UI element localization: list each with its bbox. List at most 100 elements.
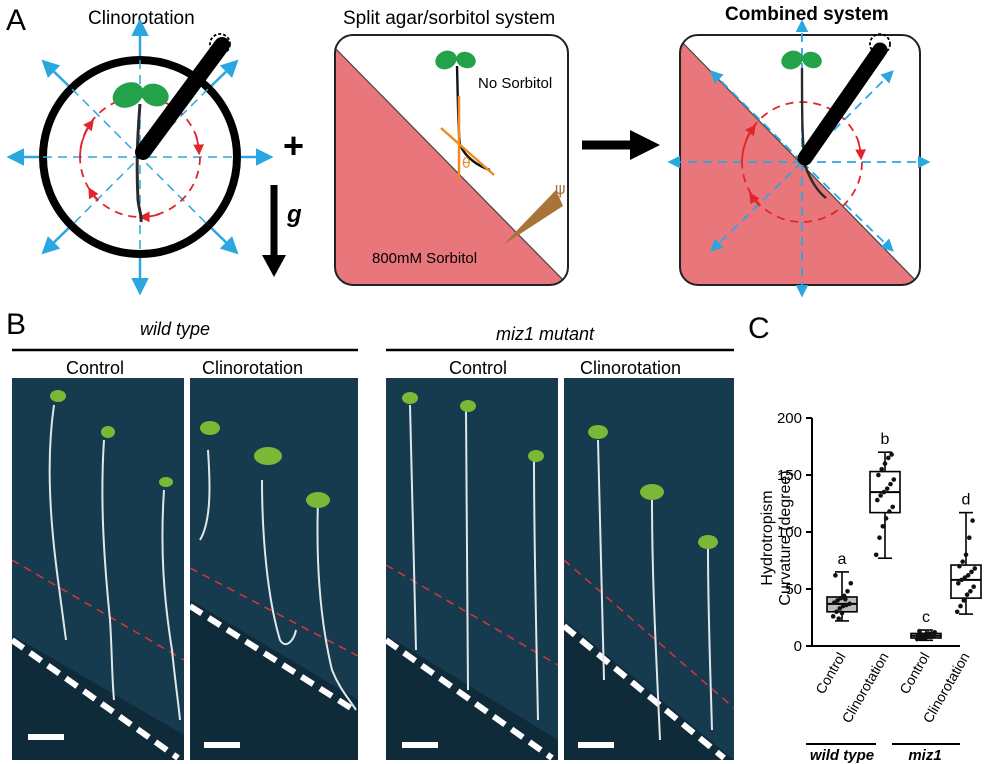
data-point xyxy=(888,481,893,487)
wt-clino-header: Clinorotation xyxy=(202,358,303,378)
data-point xyxy=(833,573,838,578)
data-point xyxy=(957,563,962,569)
data-point xyxy=(971,584,976,590)
y-axis-ticks: 0 50 100 150 200 xyxy=(777,410,812,655)
data-point xyxy=(882,461,888,466)
data-point xyxy=(959,577,964,583)
theta-label: θ xyxy=(462,156,471,172)
data-point xyxy=(964,592,970,597)
significance-letter: b xyxy=(881,431,890,448)
data-point xyxy=(883,516,889,521)
data-point xyxy=(962,575,968,580)
mut-clino-header: Clinorotation xyxy=(580,358,681,378)
x-tick-label: Control xyxy=(812,650,848,697)
data-point xyxy=(972,566,978,571)
data-point xyxy=(839,610,845,616)
data-point xyxy=(961,598,967,603)
data-point xyxy=(958,603,963,609)
group-label-miz1: miz1 xyxy=(908,747,941,764)
data-point xyxy=(963,552,969,558)
data-point xyxy=(970,518,975,523)
panel-a: A Clinorotation xyxy=(6,4,931,298)
wt-control-header: Control xyxy=(66,358,124,378)
mut-control-header: Control xyxy=(449,358,507,378)
data-point xyxy=(830,614,836,619)
data-point xyxy=(886,455,891,461)
data-point xyxy=(877,535,882,540)
significance-letter: c xyxy=(922,609,930,626)
split-system-diagram: θ ψ No Sorbitol 800mM Sorbitol xyxy=(334,34,569,286)
panel-b-letter: B xyxy=(6,308,26,341)
data-point xyxy=(968,588,973,594)
panel-c-letter: C xyxy=(748,312,770,345)
photo-wt-clino xyxy=(188,378,359,760)
group-label-wild-type: wild type xyxy=(810,747,874,764)
data-point xyxy=(967,535,972,540)
box-3: c xyxy=(910,609,942,642)
data-point xyxy=(969,569,974,575)
data-point xyxy=(960,559,965,564)
data-point xyxy=(873,552,879,558)
clinostat-diagram xyxy=(6,18,274,296)
panel-a-letter: A xyxy=(6,4,26,37)
mutant-header: miz1 mutant xyxy=(496,324,595,344)
data-point xyxy=(887,509,892,514)
data-point xyxy=(847,601,852,607)
data-point xyxy=(923,634,929,640)
data-point xyxy=(837,606,843,611)
panel-c: C Hydrotropism Curvature (degree) 0 50 100… xyxy=(748,312,982,764)
y-tick-label: 200 xyxy=(777,410,802,427)
y-tick-label: 100 xyxy=(777,524,802,541)
data-point xyxy=(836,616,841,621)
sorbitol-label: 800mM Sorbitol xyxy=(372,250,477,267)
y-tick-label: 50 xyxy=(785,581,802,598)
data-point xyxy=(875,497,880,503)
data-point xyxy=(848,581,854,586)
data-point xyxy=(838,595,844,601)
box-2: b xyxy=(869,431,901,560)
box-body xyxy=(950,564,982,599)
data-point xyxy=(876,472,881,478)
data-point xyxy=(925,631,931,636)
combine-arrow xyxy=(582,130,660,160)
significance-letter: d xyxy=(962,492,971,509)
data-point xyxy=(917,628,922,634)
boxes-layer: a b c d xyxy=(826,431,982,642)
y-axis-label-line1: Hydrotropism xyxy=(759,490,776,585)
data-point xyxy=(884,486,890,491)
plus-sign: + xyxy=(283,125,304,166)
box-1: a xyxy=(826,551,858,622)
split-system-title: Split agar/sorbitol system xyxy=(343,8,555,29)
data-point xyxy=(956,581,961,586)
wild-type-header: wild type xyxy=(140,319,210,339)
y-tick-label: 150 xyxy=(777,467,802,484)
data-point xyxy=(834,609,839,615)
photo-mut-clino xyxy=(562,378,735,761)
box-4: d xyxy=(950,492,982,615)
data-point xyxy=(954,609,960,615)
combined-title: Combined system xyxy=(725,4,889,25)
data-point xyxy=(879,467,884,472)
data-point xyxy=(832,600,837,605)
photo-mut-control xyxy=(384,378,559,761)
gravity-label: g xyxy=(286,201,302,228)
data-point xyxy=(891,477,897,482)
y-tick-label: 0 xyxy=(794,638,802,655)
data-point xyxy=(932,630,938,635)
data-point xyxy=(880,524,886,529)
panel-b: B wild type Control Clinorotation miz1 m… xyxy=(6,308,735,761)
psi-label: ψ xyxy=(555,179,566,198)
data-point xyxy=(878,493,883,498)
photo-wt-control xyxy=(10,378,185,761)
data-point xyxy=(965,573,971,578)
y-axis-label-line2: Curvature (degree) xyxy=(777,470,794,605)
gravity-arrow: g xyxy=(262,185,302,277)
data-point xyxy=(881,489,887,495)
combined-system-diagram xyxy=(667,19,931,298)
data-point xyxy=(890,504,895,510)
significance-letter: a xyxy=(838,551,847,568)
data-point xyxy=(889,452,894,457)
data-point xyxy=(835,598,840,603)
